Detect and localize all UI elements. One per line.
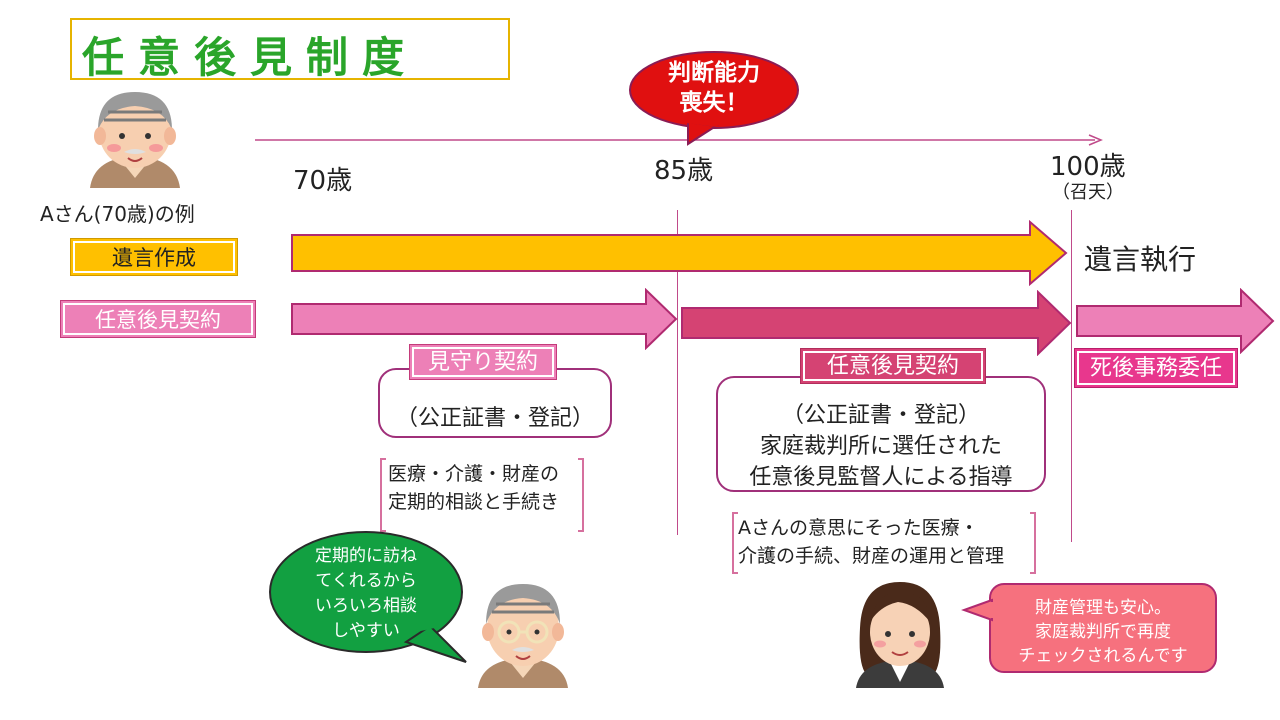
loss-speech-bubble <box>629 51 799 146</box>
will-execution-label: 遺言執行 <box>1084 243 1197 276</box>
guardian-note-bracket-left <box>732 512 738 574</box>
age-100-note: （召天） <box>1052 182 1124 203</box>
person-caption: Aさん(70歳)の例 <box>40 202 195 226</box>
loss-bubble-text: 判断能力 喪失！ <box>626 58 802 118</box>
guardian-line-2: 家庭裁判所に選任された <box>759 434 1002 459</box>
post-death-arrow <box>1076 288 1275 354</box>
guardian-line-1: （公正証書・登記） <box>781 403 980 428</box>
elderly-man-glasses-illustration <box>478 584 568 688</box>
pink-speech-line-3: チェックされるんです <box>1018 646 1188 666</box>
guardian-line-3: 任意後見監督人による指導 <box>749 465 1013 490</box>
marker-85 <box>677 210 678 535</box>
watch-contract-tag: 見守り契約 <box>409 344 557 380</box>
green-speech-line-3: いろいろ相談 <box>315 596 417 616</box>
guardian-note-bracket-right <box>1030 512 1036 574</box>
green-speech-line-1: 定期的に訪ね <box>315 546 417 566</box>
guardianship-arrow <box>681 290 1072 356</box>
will-tag: 遺言作成 <box>70 238 238 276</box>
guardian-note-line-2: 介護の手続、財産の運用と管理 <box>738 545 1005 567</box>
watch-note: 医療・介護・財産の 定期的相談と手続き <box>388 460 559 516</box>
guardian-contract-box <box>716 376 1046 492</box>
elderly-man-illustration <box>90 92 180 188</box>
title-box <box>70 18 510 80</box>
pink-speech-line-1: 財産管理も安心。 <box>1035 598 1171 618</box>
loss-line-2: 喪失！ <box>679 90 749 116</box>
green-speech-text: 定期的に訪ね てくれるから いろいろ相談 しやすい <box>266 544 466 644</box>
watch-note-bracket-left <box>380 458 386 532</box>
marker-100 <box>1071 210 1072 542</box>
pink-speech-bubble <box>961 583 1217 673</box>
pink-speech-line-2: 家庭裁判所で再度 <box>1035 622 1171 642</box>
watch-note-line-1: 医療・介護・財産の <box>388 463 560 485</box>
pink-speech-text: 財産管理も安心。 家庭裁判所で再度 チェックされるんです <box>990 596 1216 668</box>
will-arrow <box>291 220 1068 286</box>
guardian-note: Aさんの意思にそった医療・ 介護の手続、財産の運用と管理 <box>738 514 1004 570</box>
watch-contract-body: （公正証書・登記） <box>395 406 594 431</box>
pre-guardianship-arrow <box>291 288 678 350</box>
green-speech-bubble <box>269 531 467 663</box>
watch-note-bracket-right <box>578 458 584 532</box>
guardian-contract-body: （公正証書・登記） 家庭裁判所に選任された 任意後見監督人による指導 <box>716 400 1046 493</box>
guardianship-tag: 任意後見契約 <box>60 300 256 338</box>
page-title: 任意後見制度 <box>82 33 419 82</box>
age-100-label: 100歳 <box>1050 152 1126 182</box>
guardian-note-line-1: Aさんの意思にそった医療・ <box>738 517 979 539</box>
age-85-label: 85歳 <box>654 156 714 186</box>
age-70-label: 70歳 <box>293 166 353 196</box>
green-speech-line-4: しやすい <box>332 621 400 641</box>
guardian-contract-tag: 任意後見契約 <box>800 348 986 384</box>
woman-professional-illustration <box>856 582 944 688</box>
loss-line-1: 判断能力 <box>668 60 760 86</box>
watch-note-line-2: 定期的相談と手続き <box>388 491 560 513</box>
post-death-tag: 死後事務委任 <box>1074 348 1238 388</box>
timeline-axis <box>255 134 1103 146</box>
green-speech-line-2: てくれるから <box>315 571 417 591</box>
